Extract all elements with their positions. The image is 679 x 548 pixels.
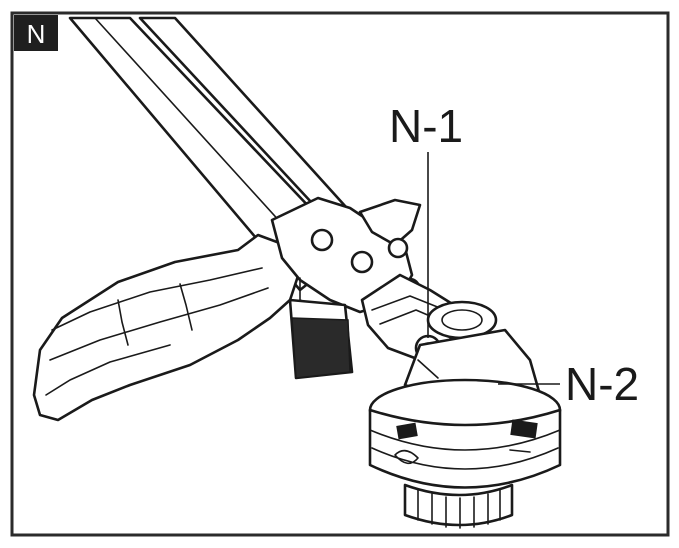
debris-guard (32, 233, 302, 422)
section-badge: N (14, 15, 58, 51)
trimmer-head (368, 378, 562, 489)
bump-knob (403, 483, 514, 529)
badge-letter: N (27, 19, 46, 49)
figure-frame (10, 11, 670, 537)
callout-n1: N-1 (389, 100, 463, 152)
shaft-clamp (270, 196, 422, 314)
guard-plate (288, 298, 354, 380)
callout-n2: N-2 (565, 358, 639, 410)
